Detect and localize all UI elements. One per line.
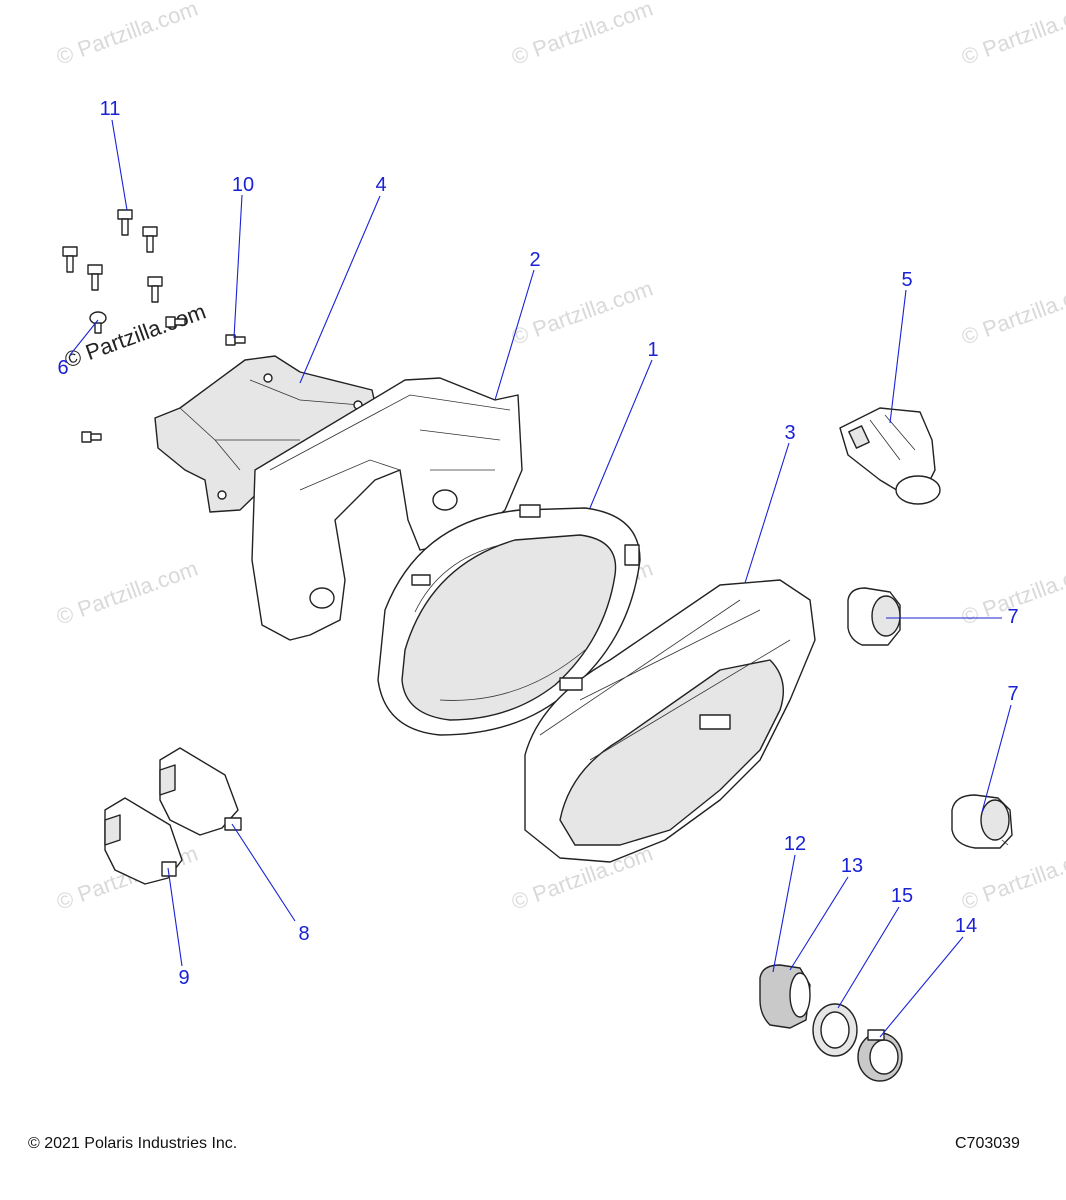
bolt-icon [117,209,133,236]
callout-9: 9 [178,967,189,989]
leader-lines [69,119,1012,1038]
callout-10: 10 [232,174,254,196]
callout-1: 1 [647,339,658,361]
bolt-icon [62,246,78,273]
screw-icon [225,334,246,346]
watermark: © Partzilla.com [958,0,1066,70]
screw-icon [89,311,107,334]
bezel-part [524,579,816,863]
callout-13: 13 [841,855,863,877]
ignition-switch-part [839,407,941,505]
callout-15: 15 [891,885,913,907]
fasteners [62,209,246,443]
callout-4: 4 [375,174,386,196]
rocker-switch-part [104,797,183,885]
watermark: © Partzilla.com [53,0,201,70]
bolt-icon [147,276,163,303]
screw-icon [165,316,186,328]
diagram-code: C703039 [955,1135,1020,1152]
callout-14: 14 [955,915,977,937]
watermark: © Partzilla.com [508,0,656,70]
watermark-dark: © Partzilla.com [61,299,209,373]
instrument-housing-part [251,377,523,641]
screw-icon [81,431,102,443]
bolt-icon [142,226,158,253]
callout-6: 6 [57,357,68,379]
callout-12: 12 [784,833,806,855]
callout-3: 3 [784,422,795,444]
watermark: © Partzilla.com [53,556,201,630]
watermark: © Partzilla.com [958,841,1066,915]
bolt-icon [87,264,103,291]
rocker-switch-part [159,747,242,836]
usb-port-part [759,964,903,1082]
callout-11: 11 [100,98,121,120]
callout-7: 7 [1007,606,1018,628]
callout-2: 2 [529,249,540,271]
callout-8: 8 [298,923,309,945]
callout-7: 7 [1007,683,1018,705]
callout-5: 5 [901,269,912,291]
copyright-text: © 2021 Polaris Industries Inc. [28,1135,238,1152]
watermark: © Partzilla.com [508,276,656,350]
power-outlet-part [847,587,901,646]
instrument-cluster-part [377,504,641,736]
callout-labels: 11 10 4 2 1 3 5 6 7 7 8 9 12 13 15 14 [57,98,1018,989]
power-outlet-part [951,794,1013,849]
watermark: © Partzilla.com [958,276,1066,350]
